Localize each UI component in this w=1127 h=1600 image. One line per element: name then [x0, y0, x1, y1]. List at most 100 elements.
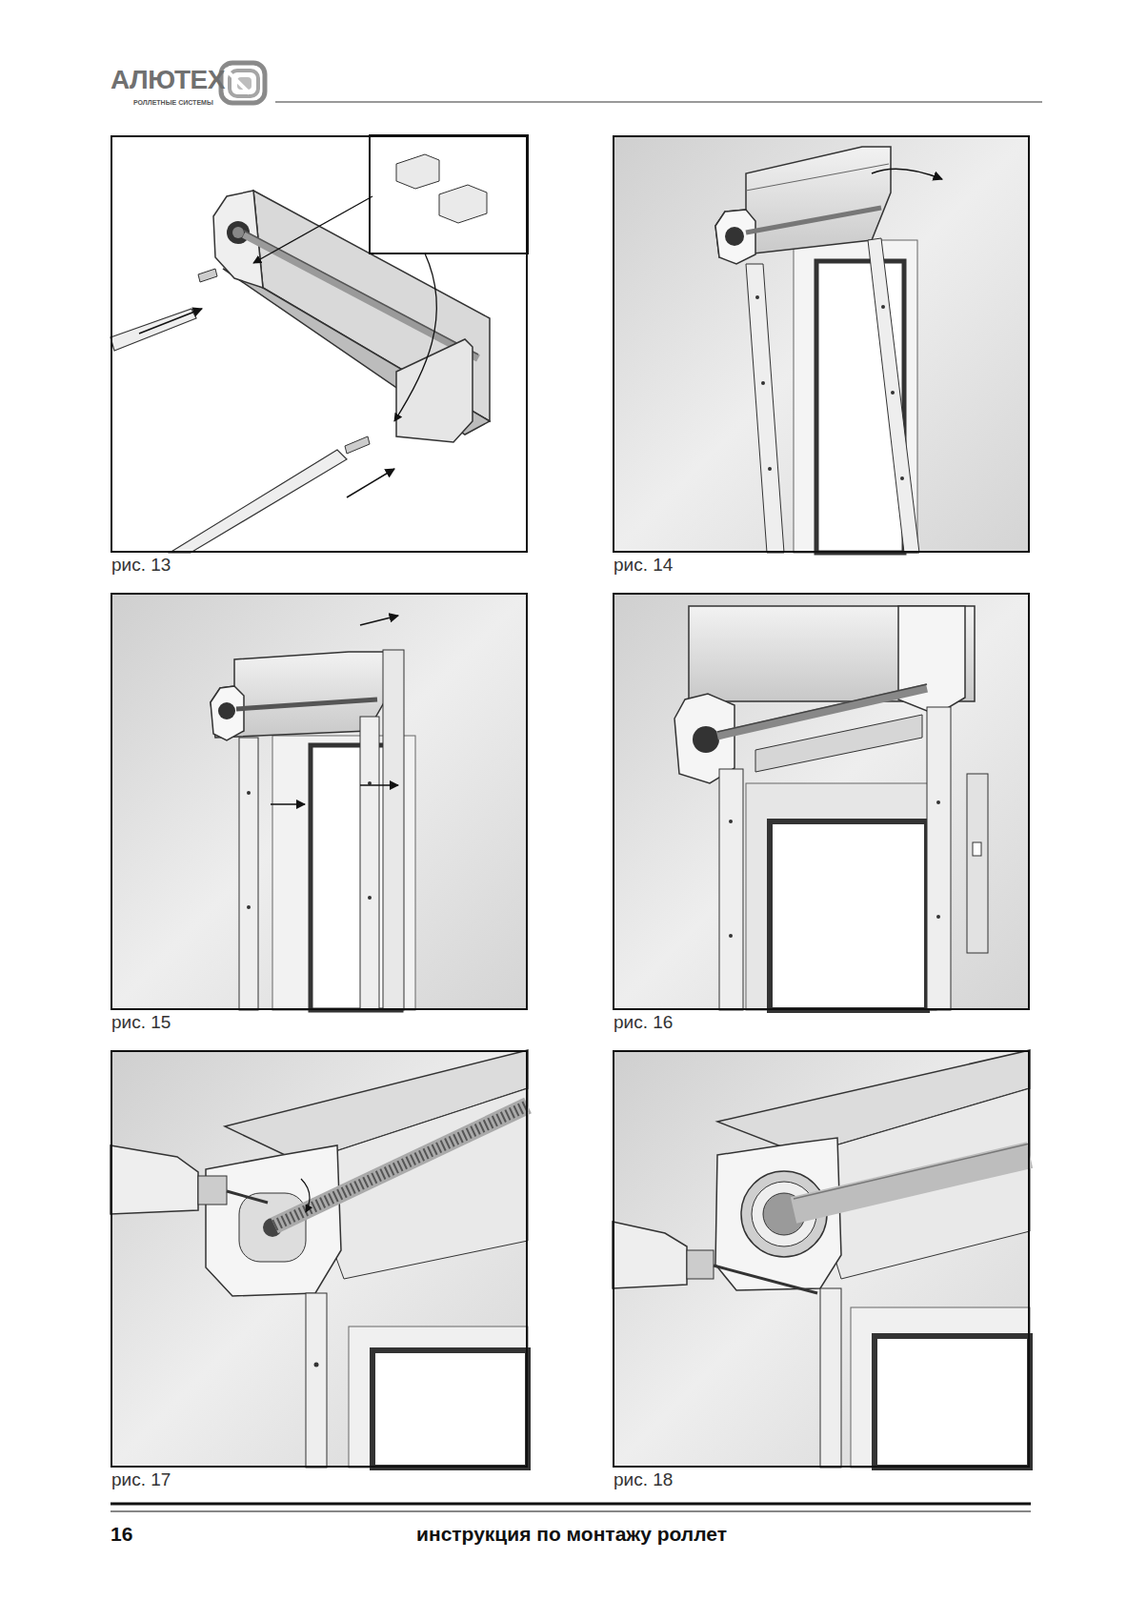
illustration-part: [612, 592, 1030, 1010]
illustration-part: [612, 1049, 1030, 1468]
illustration-part: [966, 773, 988, 953]
illustration-part: [110, 592, 528, 1010]
illustration-part: [900, 476, 905, 481]
illustration-part: [344, 436, 370, 454]
rail-fitting-illustration: [612, 135, 1030, 553]
illustration-part: [439, 184, 487, 223]
illustration-part: [239, 737, 259, 1010]
illustration-part: [972, 842, 982, 856]
illustration-part: [314, 1362, 320, 1368]
illustration-part: [898, 605, 966, 715]
drilling-end-cap-illustration: [110, 1049, 528, 1468]
figure-panel: рис. 13: [110, 135, 528, 553]
illustration-part: [871, 168, 943, 180]
illustration-part: [767, 466, 772, 471]
illustration-part: [719, 768, 744, 1010]
illustration-part: [139, 308, 202, 334]
illustration-part: [755, 714, 923, 772]
illustration-part: [305, 1292, 327, 1468]
illustration-part: [246, 905, 251, 909]
illustration-part: [372, 1349, 528, 1468]
illustration-part: [612, 1221, 687, 1288]
illustration-part: [761, 381, 765, 385]
illustration-part: [820, 1288, 842, 1468]
figure-panel: рис. 14: [612, 135, 1030, 553]
illustration-part: [382, 649, 404, 1010]
illustration-part: [274, 1105, 528, 1226]
illustration-part: [396, 339, 473, 443]
brand-tagline: РОЛЛЕТНЫЕ СИСТЕМЫ: [133, 99, 214, 106]
figure-panel: рис. 17: [110, 1049, 528, 1468]
rail-insert-illustration: [110, 592, 528, 1010]
header-rule: [275, 100, 1043, 103]
illustration-part: [236, 699, 378, 709]
drilling-bearing-illustration: [612, 1049, 1030, 1468]
footer-rule: [110, 1503, 1031, 1511]
figure-caption: рис. 18: [613, 1469, 673, 1490]
illustration-part: [793, 1154, 1030, 1210]
illustration-part: [728, 819, 733, 824]
illustration-part: [229, 70, 259, 97]
figure-caption: рис. 15: [111, 1011, 171, 1033]
illustration-part: [715, 209, 756, 264]
figure-caption: рис. 17: [111, 1469, 171, 1490]
illustration-part: [110, 308, 197, 351]
illustration-part: [396, 154, 440, 189]
page-number: 16: [110, 1522, 133, 1546]
illustration-part: [348, 1326, 528, 1468]
box-assembly-illustration: [110, 135, 528, 553]
figure-panel: рис. 15: [110, 592, 528, 1010]
illustration-part: [218, 702, 236, 720]
illustration-part: [724, 226, 745, 246]
illustration-part: [881, 304, 886, 309]
figure-panel: рис. 18: [612, 1049, 1030, 1468]
illustration-part: [394, 253, 437, 422]
illustration-part: [369, 135, 528, 254]
illustration-part: [110, 135, 528, 553]
figure-panel: рис. 16: [612, 592, 1030, 1010]
illustration-part: [210, 685, 244, 741]
illustration-part: [198, 1175, 227, 1205]
illustration-part: [686, 1249, 714, 1279]
illustration-part: [874, 1335, 1030, 1468]
illustration-part: [890, 390, 895, 395]
illustration-part: [755, 295, 760, 300]
illustration-part: [713, 1265, 818, 1293]
figure-caption: рис. 16: [613, 1011, 673, 1033]
illustration-part: [110, 1502, 1031, 1506]
illustration-part: [346, 468, 395, 498]
running-footer: инструкция по монтажу роллет: [416, 1522, 727, 1546]
illustration-part: [612, 135, 1030, 553]
illustration-part: [198, 268, 218, 282]
illustration-part: [360, 716, 380, 1010]
illustration-part: [926, 706, 951, 1010]
illustration-part: [745, 783, 937, 1010]
illustration-part: [936, 914, 941, 919]
logo-mark: [221, 62, 265, 103]
figure-caption: рис. 13: [111, 554, 171, 576]
illustration-part: [169, 449, 347, 553]
illustration-part: [253, 196, 373, 263]
illustration-part: [360, 784, 399, 786]
illustration-part: [224, 68, 250, 94]
illustration-part: [936, 800, 941, 805]
illustration-part: [110, 1145, 199, 1214]
illustration-part: [728, 933, 733, 938]
illustration-part: [715, 146, 891, 258]
illustration-part: [769, 821, 927, 1010]
illustration-part: [239, 1192, 306, 1262]
figure-caption: рис. 14: [613, 554, 673, 576]
illustration-part: [110, 1049, 528, 1468]
illustration-part: [793, 1143, 1030, 1199]
illustration-part: [745, 263, 785, 553]
assembled-box-illustration: [612, 592, 1030, 1010]
illustration-part: [850, 1307, 1030, 1468]
illustration-part: [745, 163, 889, 191]
illustration-part: [360, 615, 399, 625]
illustration-part: [274, 1105, 528, 1226]
illustration-part: [270, 803, 305, 805]
illustration-part: [226, 1190, 268, 1203]
